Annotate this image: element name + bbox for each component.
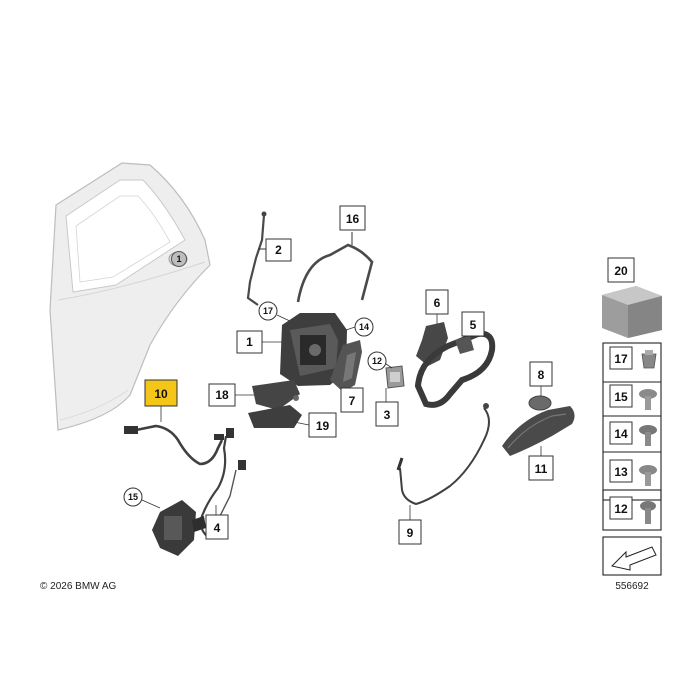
- sidebar-item-14[interactable]: 14: [609, 421, 657, 446]
- svg-text:15: 15: [128, 492, 138, 502]
- callout-5[interactable]: 5: [461, 311, 485, 337]
- callout-6[interactable]: 6: [425, 289, 449, 315]
- svg-text:7: 7: [349, 394, 356, 408]
- callout-19[interactable]: 19: [308, 412, 337, 438]
- part-10-cable: [124, 424, 224, 466]
- orientation-arrow-icon: [602, 536, 662, 576]
- sidebar-item-12[interactable]: 12: [609, 496, 656, 524]
- callout-7[interactable]: 7: [340, 387, 364, 413]
- svg-text:9: 9: [407, 526, 414, 540]
- part-11-outside-handle: [502, 406, 575, 456]
- part-9-cable: [396, 403, 490, 506]
- part-7-bracket: [330, 340, 362, 392]
- callout-12[interactable]: 12: [367, 351, 387, 371]
- part-5-handle-carrier: [414, 330, 496, 408]
- part-4-cable: [198, 428, 246, 539]
- callout-4[interactable]: 4: [205, 514, 229, 540]
- callout-8[interactable]: 8: [529, 361, 553, 387]
- svg-text:17: 17: [263, 306, 273, 316]
- svg-text:8: 8: [538, 368, 545, 382]
- svg-text:19: 19: [316, 419, 330, 433]
- part-19-cover: [248, 395, 302, 428]
- callout-16[interactable]: 16: [339, 205, 366, 231]
- svg-text:18: 18: [215, 388, 229, 402]
- part-18-cover: [252, 380, 300, 410]
- callout-14[interactable]: 14: [354, 317, 374, 337]
- callout-9[interactable]: 9: [398, 519, 422, 545]
- svg-text:6: 6: [434, 296, 441, 310]
- sidebar-item-15[interactable]: 15: [609, 384, 657, 410]
- svg-text:11: 11: [535, 462, 548, 476]
- part-16-rod: [296, 232, 374, 303]
- callout-1[interactable]: 1: [171, 251, 187, 267]
- callout-20[interactable]: 20: [607, 257, 635, 283]
- svg-text:20: 20: [614, 264, 628, 278]
- svg-text:14: 14: [359, 322, 369, 332]
- svg-text:12: 12: [614, 502, 628, 516]
- svg-text:17: 17: [614, 352, 628, 366]
- svg-text:4: 4: [214, 521, 221, 535]
- callout-11[interactable]: 11: [528, 455, 554, 481]
- sidebar-item-17[interactable]: 17: [609, 346, 657, 370]
- svg-text:15: 15: [614, 390, 628, 404]
- svg-text:12: 12: [372, 356, 382, 366]
- callout-15[interactable]: 15: [123, 487, 143, 507]
- part-2-rod: [246, 211, 267, 306]
- svg-text:10: 10: [154, 387, 168, 401]
- svg-text:13: 13: [614, 465, 628, 479]
- diagram-number: 556692: [615, 581, 649, 592]
- svg-text:16: 16: [346, 212, 360, 226]
- svg-text:3: 3: [384, 408, 391, 422]
- callout-17[interactable]: 17: [258, 301, 278, 321]
- sidebar-item-13[interactable]: 13: [609, 459, 657, 486]
- part-lock-actuator: [152, 500, 206, 556]
- svg-text:2: 2: [275, 243, 282, 257]
- callout-3[interactable]: 3: [375, 401, 399, 427]
- svg-text:1: 1: [246, 335, 253, 349]
- part-3-striker: [385, 365, 405, 389]
- part-6-bracket: [416, 322, 448, 366]
- svg-text:14: 14: [614, 427, 628, 441]
- sidebar-panel-lower: [602, 489, 662, 531]
- callout-10-highlighted[interactable]: 10: [144, 379, 178, 407]
- callout-2[interactable]: 2: [265, 238, 292, 262]
- svg-text:5: 5: [470, 318, 477, 332]
- callout-18[interactable]: 18: [208, 383, 236, 407]
- part-8-cap: [528, 395, 552, 411]
- part-20-kit-box: [602, 286, 662, 338]
- svg-text:1: 1: [176, 254, 181, 264]
- part-1-door-lock: [280, 313, 347, 386]
- copyright-text: © 2026 BMW AG: [40, 581, 117, 592]
- rear-door-illustration: [49, 162, 211, 431]
- callout-1-lock[interactable]: 1: [236, 330, 263, 354]
